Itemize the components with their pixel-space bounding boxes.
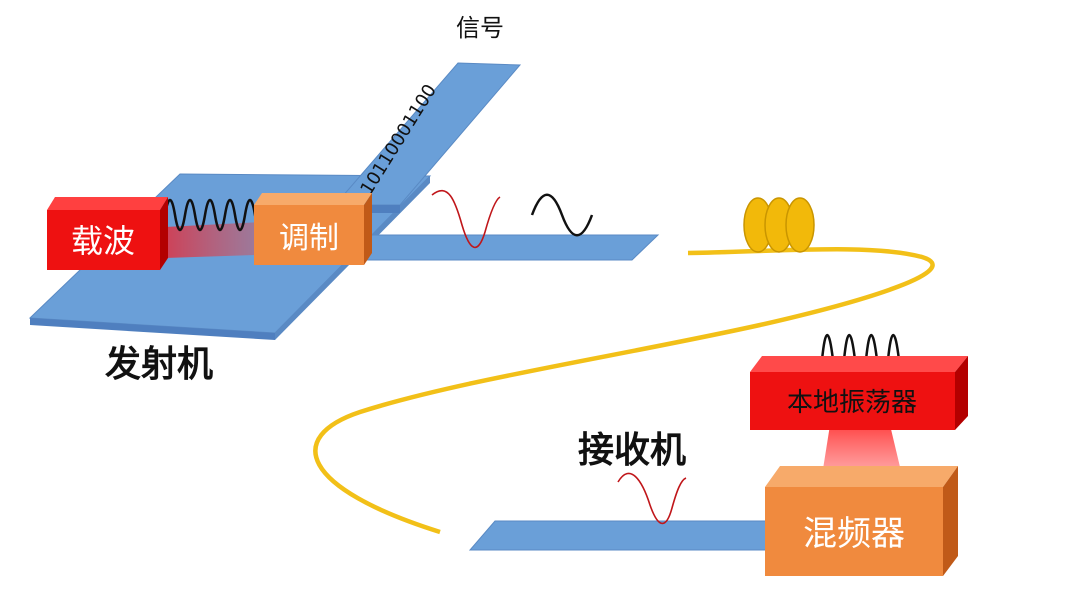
carrier-box: 载波 xyxy=(47,197,168,270)
ferrite-rings xyxy=(743,197,815,253)
local-oscillator-label: 本地振荡器 xyxy=(787,388,917,418)
output-sine-wave xyxy=(530,193,594,237)
signal-label: 信号 xyxy=(456,14,504,42)
receiver-label: 接收机 xyxy=(578,430,686,471)
modulated-signal-wave xyxy=(431,189,501,249)
carrier-label: 载波 xyxy=(71,222,135,260)
transmitter-label: 发射机 xyxy=(105,344,213,385)
modulator-box: 调制 xyxy=(254,193,372,265)
receiver-strip xyxy=(468,520,792,551)
carrier-beam xyxy=(165,222,262,258)
received-signal-wave xyxy=(617,472,687,525)
mixer-box: 混频器 xyxy=(765,466,958,576)
modulation-label: 调制 xyxy=(279,221,339,256)
transmitter-output-strip xyxy=(346,234,660,261)
transmission-cable xyxy=(313,246,935,535)
local-oscillator-box: 本地振荡器 xyxy=(750,356,968,430)
mixer-label: 混频器 xyxy=(803,514,905,554)
